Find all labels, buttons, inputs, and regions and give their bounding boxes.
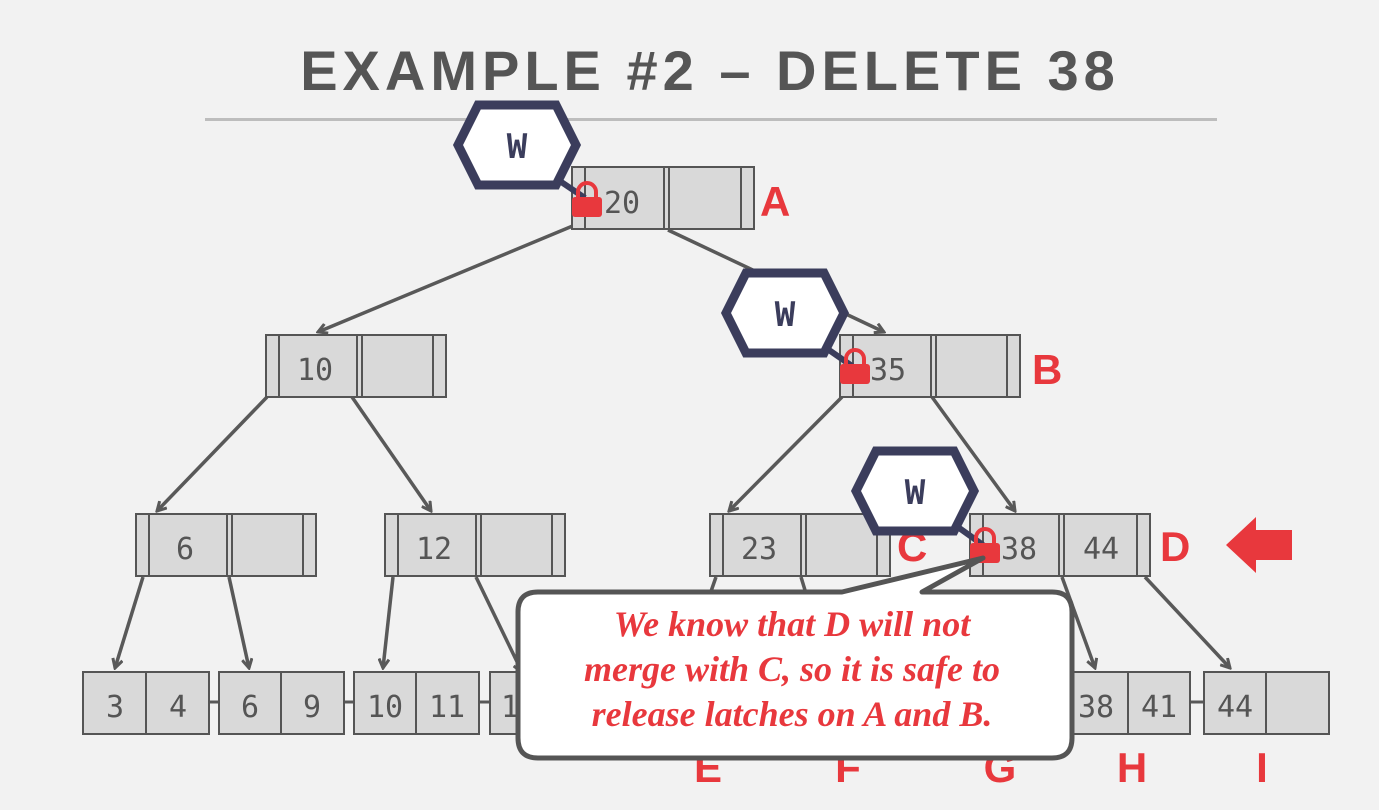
edge-D-H xyxy=(1060,576,1095,668)
node-12 xyxy=(384,513,566,577)
slide-title: EXAMPLE #2 – DELETE 38 xyxy=(300,39,1120,102)
callout-line-1: We know that D will not xyxy=(614,604,971,644)
lock-icon xyxy=(840,348,870,384)
key: 38 xyxy=(1078,690,1114,725)
edge-n10-n6 xyxy=(157,395,269,511)
key: 11 xyxy=(429,690,465,725)
key: 41 xyxy=(1141,690,1177,725)
latch-label: W xyxy=(905,473,926,513)
key: 3 xyxy=(106,690,124,725)
key: 10 xyxy=(297,353,333,388)
leaf-label-H: H xyxy=(1117,744,1147,791)
edge-n12-leaf3 xyxy=(383,576,395,668)
edge-n10-n12 xyxy=(350,396,431,511)
write-latch-A: W xyxy=(452,100,587,201)
node-6 xyxy=(135,513,317,577)
edge-n6-leaf1 xyxy=(115,576,145,668)
node-D xyxy=(969,513,1151,577)
edge-D-I xyxy=(1143,575,1230,668)
left-arrow-icon xyxy=(1226,517,1292,573)
key: 12 xyxy=(416,532,452,567)
callout-bubble: We know that D will not merge with C, so… xyxy=(515,555,1075,761)
callout-line-3: release latches on A and B. xyxy=(592,694,993,734)
write-latch-D: W xyxy=(850,446,985,548)
edge-n6-leaf2 xyxy=(227,576,249,668)
edge-B-C xyxy=(729,395,844,511)
leaf-node xyxy=(218,671,345,735)
leaf-label-I: I xyxy=(1256,744,1268,791)
title-divider xyxy=(205,118,1217,121)
key: 6 xyxy=(241,690,259,725)
key: 9 xyxy=(303,690,321,725)
key: 4 xyxy=(169,690,187,725)
key: 20 xyxy=(604,186,640,221)
edge-B-D xyxy=(930,395,1015,511)
edge-A-n10 xyxy=(318,223,576,332)
edge-n12-leaf4 xyxy=(474,576,522,672)
key: 10 xyxy=(367,690,403,725)
key: 6 xyxy=(176,532,194,567)
node-C xyxy=(709,513,891,577)
leaf-node xyxy=(82,671,210,735)
write-latch-B: W xyxy=(720,268,854,369)
key: 35 xyxy=(870,353,906,388)
node-label-D: D xyxy=(1160,523,1190,570)
node-label-A: A xyxy=(760,178,790,225)
node-label-B: B xyxy=(1032,346,1062,393)
node-A xyxy=(571,166,755,230)
key: 23 xyxy=(741,532,777,567)
node-10 xyxy=(265,334,447,398)
leaf-node-H xyxy=(1064,671,1191,735)
node-B xyxy=(839,334,1021,398)
leaf-node-I xyxy=(1203,671,1330,735)
key: 38 xyxy=(1001,532,1037,567)
key: 1 xyxy=(501,690,519,725)
key: 44 xyxy=(1217,690,1253,725)
latch-label: W xyxy=(507,127,528,167)
latch-label: W xyxy=(775,295,796,335)
leaf-node xyxy=(353,671,480,735)
callout-line-2: merge with C, so it is safe to xyxy=(584,649,1000,689)
key: 44 xyxy=(1083,532,1119,567)
lock-icon xyxy=(572,181,602,217)
